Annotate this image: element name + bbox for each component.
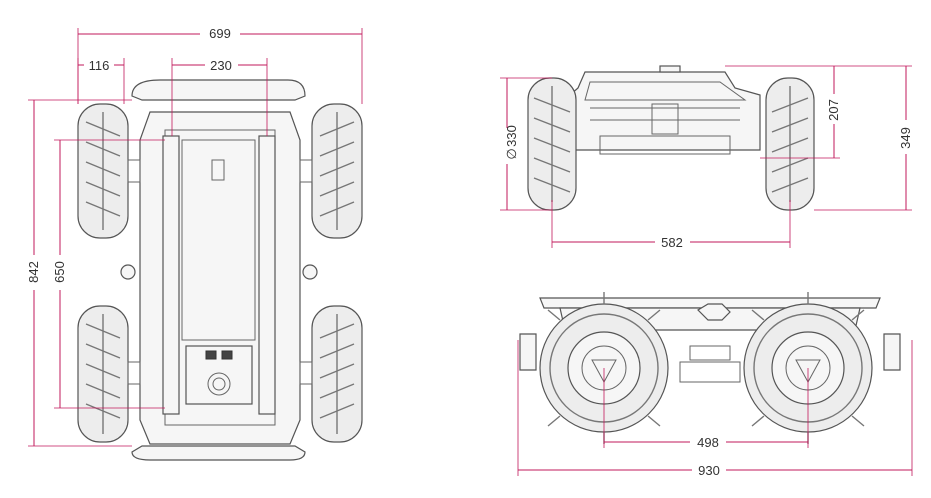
side-view: 498 930	[517, 292, 913, 478]
side-right-bumper	[883, 333, 901, 371]
dim-top-overall-width: 699	[209, 26, 231, 41]
dim-top-track-width: 230	[210, 58, 232, 73]
top-panel-fan	[207, 372, 231, 396]
top-wheel-rear-right	[311, 305, 363, 443]
front-view: ∅ 330 582 207 349	[500, 65, 913, 250]
top-dimensions: 699 116 230 842 650	[26, 26, 363, 447]
top-panel-connector	[205, 350, 217, 360]
top-view: 699 116 230 842 650	[26, 26, 363, 461]
dim-side-overall-length: 930	[698, 463, 720, 478]
front-wheel-left	[527, 77, 577, 211]
dim-front-diameter-symbol: ∅	[504, 148, 519, 159]
front-lower-frame	[599, 135, 731, 155]
top-cover-plate	[181, 139, 256, 341]
top-rear-bumper	[131, 445, 306, 461]
top-front-bumper	[131, 79, 306, 101]
top-wheel-front-right	[311, 103, 363, 239]
top-right-rail	[258, 135, 276, 415]
dim-front-overall-height: 349	[898, 127, 913, 149]
side-dimensions: 498 930	[517, 340, 913, 478]
side-center-box	[689, 345, 731, 361]
dim-front-height-top: 207	[826, 99, 841, 121]
top-wheel-front-left	[77, 103, 129, 239]
front-wheel-right	[765, 77, 815, 211]
top-wheel-rear-left	[77, 305, 129, 443]
top-rear-panel	[185, 345, 253, 405]
dim-top-wheel-width: 116	[89, 58, 110, 73]
side-top-mount	[697, 303, 731, 321]
front-body	[569, 71, 761, 151]
dim-top-overall-length: 842	[26, 261, 41, 283]
top-right-mount	[302, 264, 318, 280]
top-handle	[211, 159, 225, 181]
top-panel-switch	[221, 350, 233, 360]
front-center-sensor	[651, 103, 679, 135]
dim-front-track: 582	[661, 235, 683, 250]
dim-side-wheelbase: 498	[697, 435, 719, 450]
top-left-mount	[120, 264, 136, 280]
dim-top-wheelbase: 650	[52, 261, 67, 283]
top-left-rail	[162, 135, 180, 415]
side-left-bumper	[519, 333, 537, 371]
dim-front-tire-diameter: 330	[504, 125, 519, 147]
front-dimensions: ∅ 330 582 207 349	[500, 65, 913, 250]
